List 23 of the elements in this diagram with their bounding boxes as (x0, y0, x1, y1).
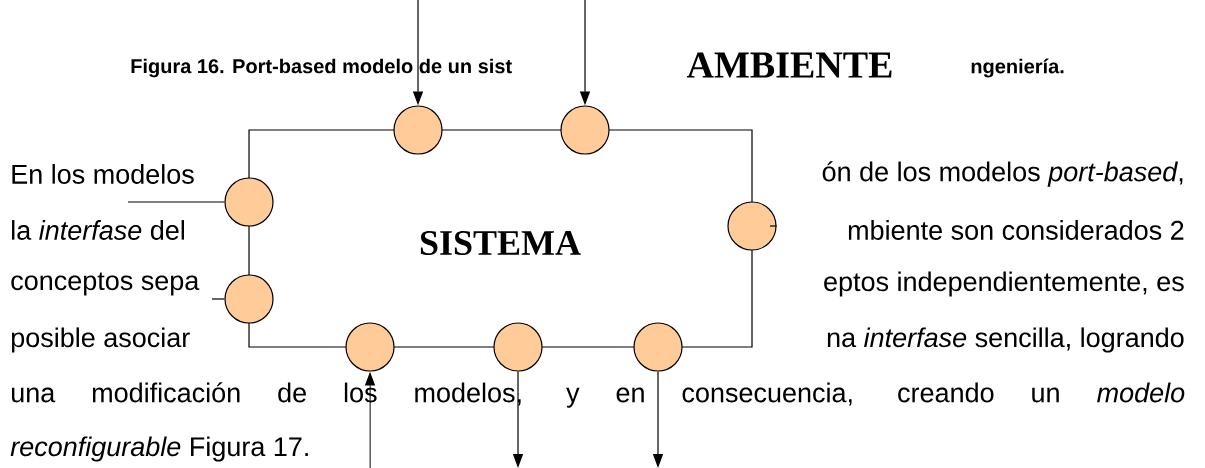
caption-text: ngeniería. (971, 58, 1064, 78)
port-circle (393, 105, 443, 155)
paragraph-text: la interfase del (12, 220, 184, 240)
port-circle (224, 274, 274, 324)
connector-line (127, 201, 225, 203)
port-circle (727, 201, 777, 251)
port-circle (224, 177, 274, 227)
port-circle (633, 322, 683, 372)
paragraph-text: reconfigurable Figura 17. (10, 436, 308, 462)
paragraph-text: na interfase sencilla, logrando (827, 327, 1184, 353)
environment-label: AMBIENTE (686, 52, 892, 78)
connector-line (211, 298, 225, 300)
caption-text: Figura 16. Port-based modelo de un sist (131, 58, 512, 78)
paragraph-text: eptos independientemente, es (824, 271, 1184, 297)
paragraph-text: posible asociar (11, 327, 190, 353)
port-circle (345, 322, 395, 372)
port-circle (560, 105, 610, 155)
port-circle (493, 322, 543, 372)
paragraph-text: conceptos sepa (11, 272, 200, 296)
paragraph-text: mbiente son considerados 2 (848, 220, 1184, 240)
paragraph-text: ón de los modelos port-based, (822, 161, 1183, 187)
paragraph-text: En los modelos (12, 164, 194, 184)
connector-line (769, 225, 778, 227)
